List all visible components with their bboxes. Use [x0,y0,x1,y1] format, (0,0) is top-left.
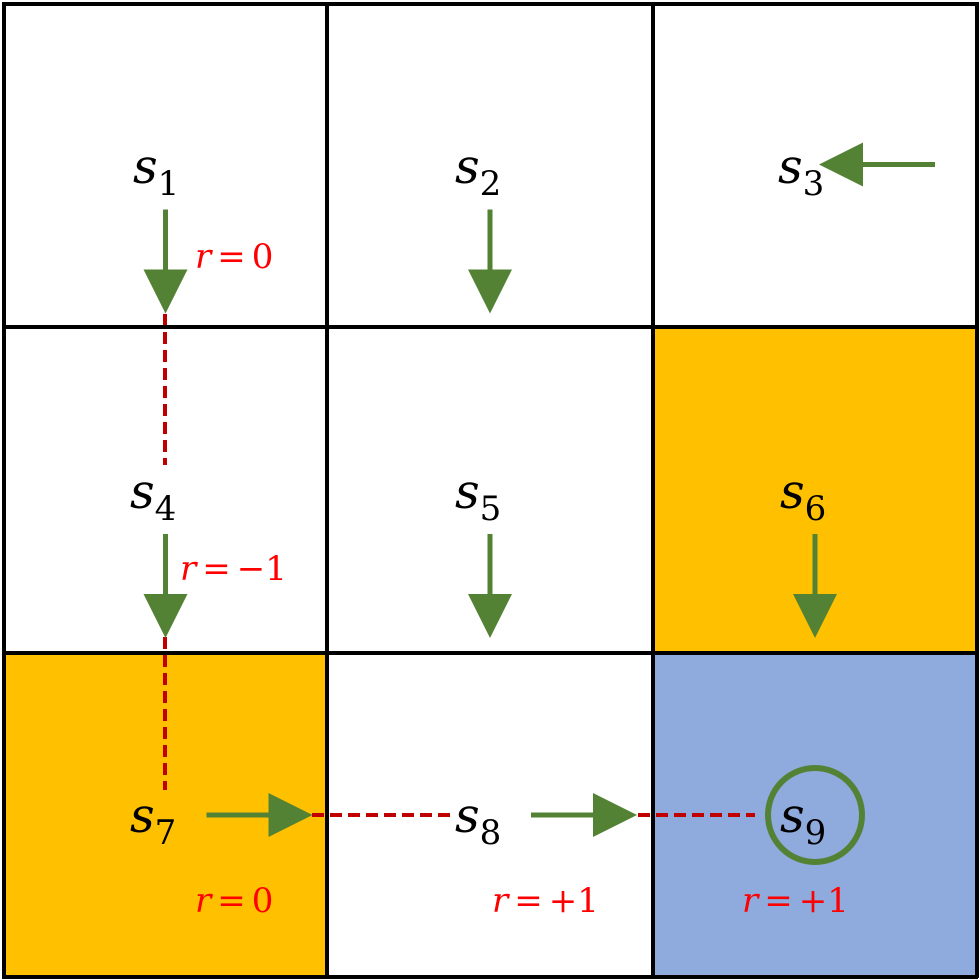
arrow-head [468,594,512,638]
arrow-head [593,793,637,837]
trajectory-path [163,314,755,817]
state-label-s1: s1 [133,139,179,204]
reward-label-r-s9: r=+1 [742,881,849,921]
arrow-head [468,269,512,314]
state-label-s7: s7 [130,788,176,853]
reward-label-r-s7: r=0 [195,881,273,921]
reward-label-r-s4: r=−1 [180,549,287,589]
cell-s9 [653,653,977,977]
arrow-down-icon [143,209,188,314]
state-label-s6: s6 [780,464,826,529]
reward-label-r-s1: r=0 [195,237,273,277]
state-label-s8: s8 [455,788,501,853]
arrow-right-icon [206,793,313,837]
reward-labels: r=0 r=−1 r=0 r=+1 r=+1 [180,237,849,921]
arrow-head [143,594,188,638]
state-labels: s1 s2 s3 s4 s5 s6 s7 s8 s9 [130,139,826,853]
arrow-down-icon [793,534,837,638]
arrow-down-icon [143,534,188,638]
arrow-down-icon [468,534,512,638]
arrow-head [819,142,863,187]
state-label-s4: s4 [130,464,176,529]
reward-label-r-s8: r=+1 [492,881,599,921]
state-label-s9: s9 [780,788,826,853]
arrow-head [268,793,313,837]
arrow-left-icon [819,142,935,187]
arrow-down-icon [468,209,512,314]
arrow-head [143,269,188,314]
arrow-right-icon [531,793,637,837]
arrow-head [793,594,837,638]
policy-arrows [143,142,935,865]
state-label-s2: s2 [455,139,501,204]
stay-circle-icon [765,765,865,865]
state-label-s3: s3 [778,139,824,204]
state-label-s5: s5 [455,464,501,529]
